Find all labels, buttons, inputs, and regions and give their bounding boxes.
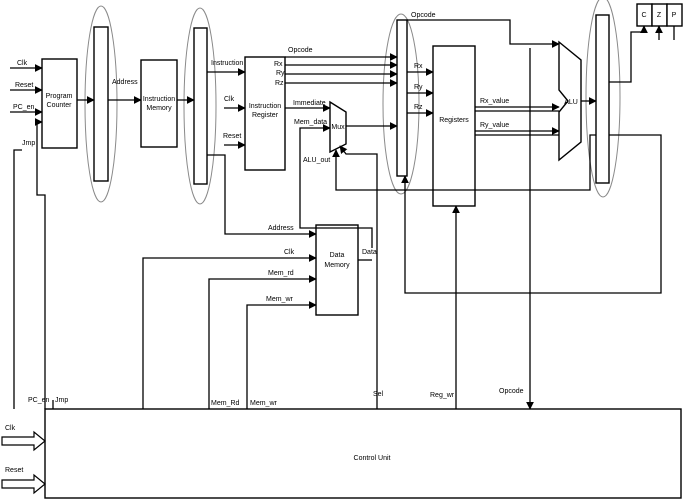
mem-rd-label: Mem_rd [268, 270, 294, 277]
rz-reg-label: Rz [414, 104, 423, 111]
pipeline-register-ex-mem [396, 19, 408, 177]
reset-cu-arrow [1, 473, 46, 495]
clk-pc-label: Clk [17, 60, 28, 67]
wire-clk-dm [142, 254, 317, 409]
clk-dm-label: Clk [284, 249, 295, 256]
flag-c-label: C [641, 12, 646, 19]
mem-data-label: Mem_data [294, 119, 327, 126]
alu-out-label: ALU_out [303, 157, 330, 164]
alu-label: ALU [564, 99, 578, 106]
wire-address-dm [207, 154, 317, 238]
rx-reg-label: Rx [414, 63, 423, 70]
program-counter-block [41, 58, 78, 149]
control-unit-block [44, 408, 682, 499]
ry-reg-label: Ry [414, 84, 423, 91]
address-if-label: Address [112, 79, 138, 86]
mux-label: Mux [331, 124, 345, 131]
instruction-register-block [244, 56, 286, 171]
wire-writeback [401, 134, 662, 294]
reset-ir-label: Reset [223, 133, 241, 140]
clk-cu-label: Clk [5, 425, 16, 432]
data-memory-label-1: Data [330, 252, 345, 259]
pipeline-stage-ellipse-wb [585, 0, 621, 198]
wire-mem-rd [208, 275, 317, 409]
wire-alu-out [332, 134, 596, 191]
alu-block [558, 40, 582, 162]
registers-block [432, 45, 476, 207]
rx-ir-label: Rx [274, 61, 283, 68]
data-dm-label: Data [362, 249, 377, 256]
pipeline-stage-ellipse-id [183, 7, 217, 205]
jmp-cu-label: Jmp [55, 397, 68, 404]
instruction-register-label-2: Register [252, 112, 279, 119]
data-memory-block [315, 224, 359, 316]
jmp-pc-label: Jmp [22, 140, 35, 147]
instruction-memory-block [140, 59, 178, 148]
pipeline-register-if-id [93, 26, 109, 182]
clk-ir-label: Clk [224, 96, 235, 103]
registers-label: Registers [439, 117, 469, 124]
instruction-memory-label-1: Instruction [143, 96, 175, 103]
wire-mem-wr [246, 301, 317, 409]
rz-ir-label: Rz [275, 80, 284, 87]
reset-cu-label: Reset [5, 467, 23, 474]
reg-wr-cu-label: Reg_wr [430, 392, 455, 399]
mem-rd-cu-label: Mem_Rd [211, 400, 240, 407]
mux-block [329, 100, 347, 154]
clk-cu-arrow [1, 430, 46, 452]
flag-z-label: Z [657, 12, 662, 19]
flag-p-label: P [672, 12, 677, 19]
address-dm-label: Address [268, 225, 294, 232]
instruction-register-label-1: Instruction [249, 103, 281, 110]
rx-value-label: Rx_value [480, 98, 509, 105]
wire-mem-data [299, 124, 373, 248]
wire-flag-c [609, 25, 648, 83]
pipeline-stage-ellipse-ex [382, 13, 420, 195]
wire-opcode-ex [407, 19, 560, 48]
pc-en-cu-label: PC_en [28, 397, 50, 404]
wire-jmp-pc [34, 118, 46, 409]
program-counter-label-2: Counter [47, 102, 73, 109]
reset-pc-label: Reset [15, 82, 33, 89]
instruction-memory-label-2: Memory [146, 105, 172, 112]
pipeline-register-mem-wb [595, 14, 610, 184]
wire-pc-en-cu [13, 149, 22, 409]
opcode-id-label: Opcode [411, 12, 436, 19]
ry-ir-label: Ry [276, 70, 285, 77]
opcode-cu-label: Opcode [499, 388, 524, 395]
mem-wr-label: Mem_wr [266, 296, 294, 303]
ry-value-label: Ry_value [480, 122, 509, 129]
sel-cu-label: Sel [373, 391, 384, 398]
pipeline-register-id-ex [193, 27, 208, 185]
mem-wr-cu-label: Mem_wr [250, 400, 278, 407]
pipeline-stage-ellipse-if [84, 5, 118, 203]
immediate-label: Immediate [293, 100, 326, 107]
program-counter-label-1: Program [46, 93, 73, 100]
pc-en-pc-label: PC_en [13, 104, 35, 111]
opcode-ir-label: Opcode [288, 47, 313, 54]
wire-sel-mux [339, 145, 378, 409]
control-unit-label: Control Unit [354, 455, 391, 462]
instruction-ir-label: Instruction [211, 60, 243, 67]
data-memory-label-2: Memory [324, 262, 350, 269]
